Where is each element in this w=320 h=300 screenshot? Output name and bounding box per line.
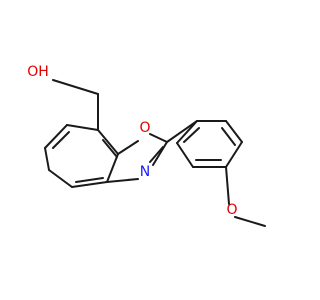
bond <box>149 146 164 163</box>
ring-oxygen-label: O <box>139 120 150 136</box>
bond <box>66 124 99 131</box>
bond <box>183 127 200 143</box>
bond <box>52 131 70 149</box>
bond <box>102 139 118 158</box>
bond <box>225 120 243 143</box>
bond <box>52 79 99 95</box>
bond <box>44 147 50 171</box>
bond <box>234 216 266 227</box>
bond <box>48 169 73 188</box>
bond <box>225 141 243 168</box>
bond <box>176 120 198 144</box>
structure-diagram: OH O N O <box>27 64 266 227</box>
bond <box>225 166 230 205</box>
bond <box>75 177 104 183</box>
atom-labels: OH O N O <box>27 64 237 218</box>
bond <box>106 153 119 183</box>
bond <box>176 142 194 168</box>
bond <box>152 141 168 166</box>
bond <box>97 129 119 155</box>
bond <box>221 127 236 146</box>
bond <box>149 133 168 143</box>
hydroxyl-label: OH <box>27 64 49 80</box>
bonds <box>44 79 266 227</box>
bond <box>166 120 198 143</box>
bond <box>106 178 139 183</box>
ring-nitrogen-label: N <box>140 164 150 180</box>
bond <box>44 124 68 149</box>
bond <box>117 140 139 155</box>
bond <box>71 181 108 188</box>
methoxy-oxygen-label: O <box>226 202 237 218</box>
